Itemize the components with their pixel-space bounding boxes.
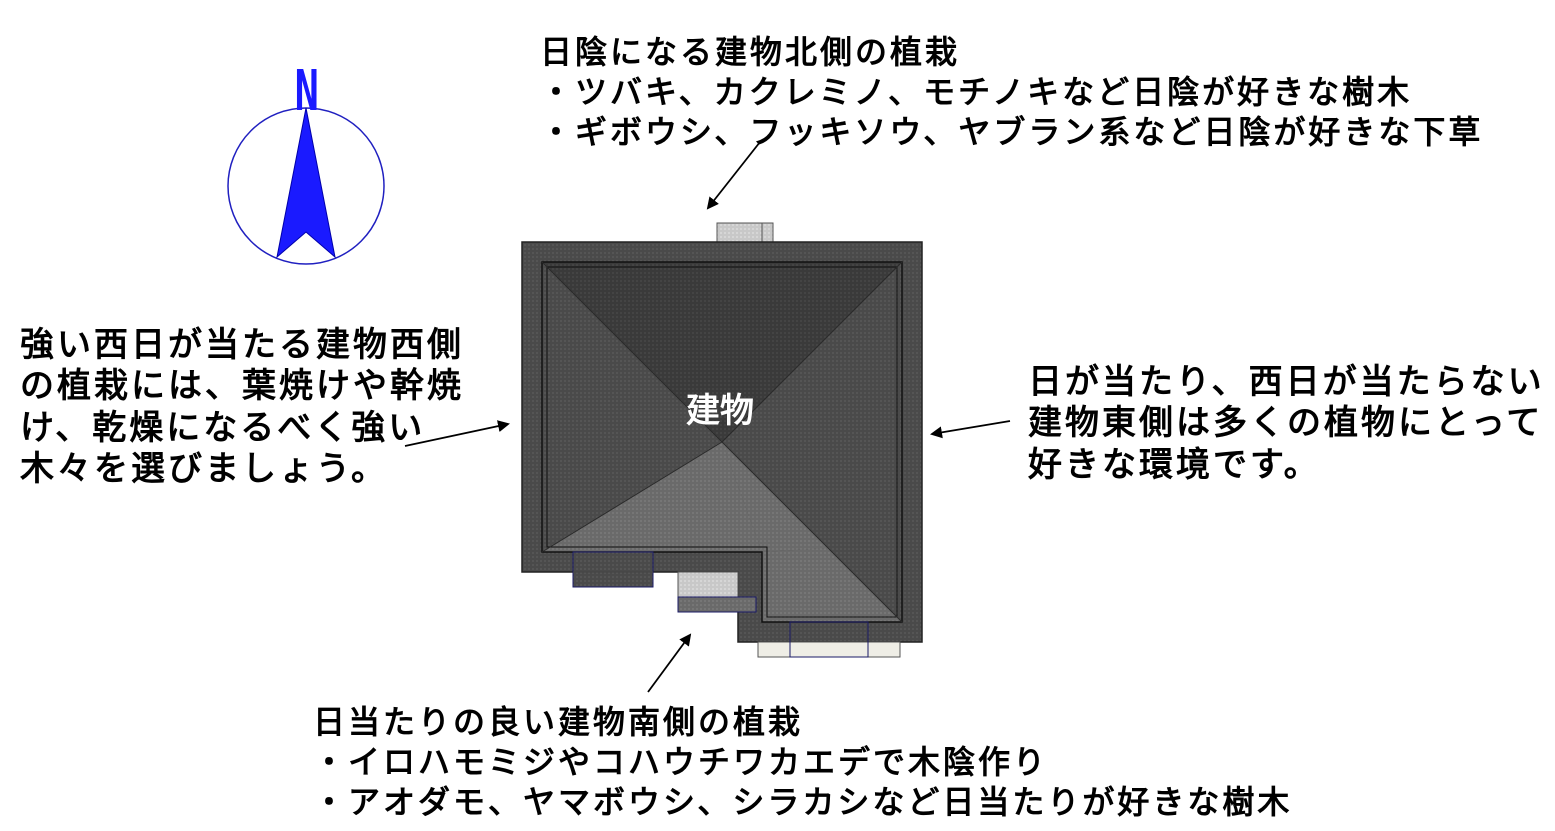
building-label: 建物 <box>686 391 754 431</box>
east-note-line: 建物東側は多くの植物にとって <box>1028 403 1544 444</box>
south-note-line: ・イロハモミジやコハウチワカエデで木陰作り <box>313 743 1049 781</box>
south-planting-note: 日当たりの良い建物南側の植栽 ・イロハモミジやコハウチワカエデで木陰作り ・アオ… <box>313 702 1292 822</box>
south-porches <box>572 551 901 658</box>
south-note-title: 日当たりの良い建物南側の植栽 <box>313 703 804 741</box>
compass-north-label: N <box>295 58 319 123</box>
west-note-line: 木々を選びましょう。 <box>20 449 388 490</box>
north-note-title: 日陰になる建物北側の植栽 <box>540 33 961 71</box>
compass-needle-icon <box>276 107 336 259</box>
north-arrow <box>706 141 761 210</box>
north-planting-note: 日陰になる建物北側の植栽 ・ツバキ、カクレミノ、モチノキなど日陰が好きな樹木 ・… <box>540 32 1483 152</box>
west-planting-note: 強い西日が当たる建物西側 の植栽には、葉焼けや幹焼 け、乾燥になるべく強い 木々… <box>20 325 464 491</box>
west-arrow <box>404 420 510 447</box>
south-arrow <box>647 633 692 693</box>
compass: N <box>227 58 385 265</box>
west-note-line: の植栽には、葉焼けや幹焼 <box>20 366 464 407</box>
east-note-line: 日が当たり、西日が当たらない <box>1028 362 1545 402</box>
east-planting-note: 日が当たり、西日が当たらない 建物東側は多くの植物にとって 好きな環境です。 <box>1028 362 1545 486</box>
south-note-line: ・アオダモ、ヤマボウシ、シラカシなど日当たりが好きな樹木 <box>313 783 1293 821</box>
west-note-line: 強い西日が当たる建物西側 <box>20 325 464 365</box>
east-note-line: 好きな環境です。 <box>1028 444 1321 485</box>
north-note-line: ・ギボウシ、フッキソウ、ヤブラン系など日陰が好きな下草 <box>540 113 1484 151</box>
west-note-line: け、乾燥になるべく強い <box>20 407 426 448</box>
north-note-line: ・ツバキ、カクレミノ、モチノキなど日陰が好きな樹木 <box>540 73 1413 111</box>
building-roof <box>521 241 923 643</box>
east-arrow <box>930 420 1011 439</box>
